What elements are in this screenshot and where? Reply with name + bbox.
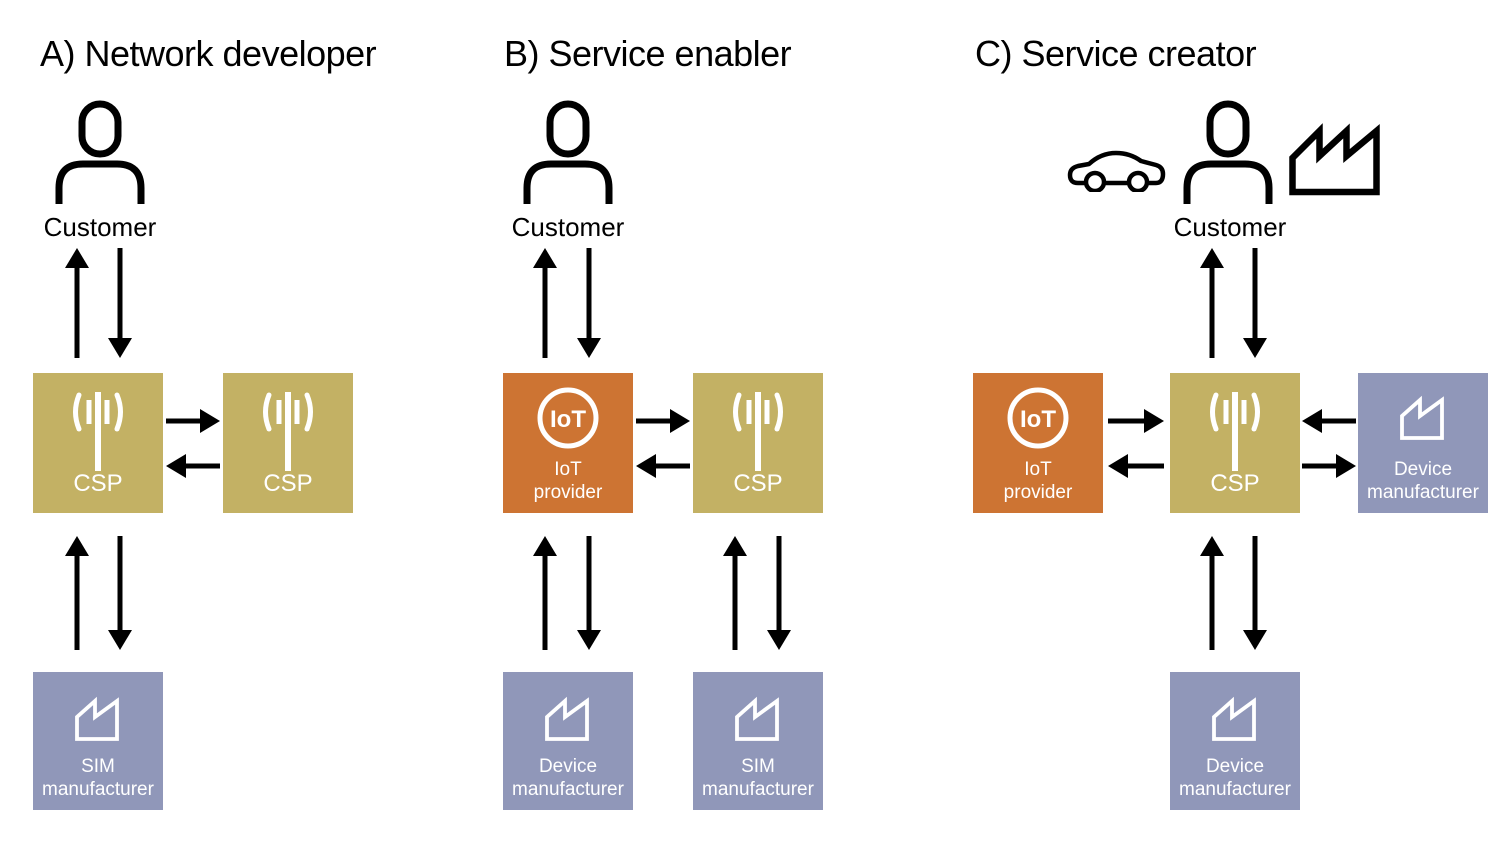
car-icon [1066, 140, 1166, 192]
customer-label: Customer [1173, 212, 1287, 242]
iot-icon: IoT [1005, 385, 1071, 451]
entity-label: Device manufacturer [1179, 756, 1291, 801]
entity-box-csp: CSP [1170, 373, 1300, 513]
arrow-csp-to-device [1302, 453, 1356, 479]
factory-icon [1398, 395, 1448, 441]
arrow-csp-to-device [1242, 536, 1268, 650]
entity-label: IoT provider [1003, 459, 1073, 504]
entity-label: CSP [733, 470, 783, 498]
arrow-csp-to-customer [64, 248, 90, 358]
customer-label: Customer [43, 212, 157, 242]
arrow-csp-to-sim [766, 536, 792, 650]
panel-c-title: C) Service creator [975, 33, 1257, 74]
person-icon [1181, 100, 1275, 206]
factory-icon [1210, 696, 1260, 742]
cell-tower-icon [1203, 385, 1267, 477]
entity-label: SIM manufacturer [702, 756, 814, 801]
entity-box-sim-manufacturer: SIM manufacturer [33, 672, 163, 810]
arrow-customer-to-csp [1242, 248, 1268, 358]
arrow-iot-to-device [576, 536, 602, 650]
entity-label: CSP [73, 470, 123, 498]
entity-box-device-manufacturer-right: Device manufacturer [1358, 373, 1488, 513]
svg-text:IoT: IoT [1020, 406, 1056, 433]
person-icon [521, 100, 615, 206]
entity-box-device-manufacturer: Device manufacturer [503, 672, 633, 810]
arrow-customer-to-iot [576, 248, 602, 358]
panel-a-title: A) Network developer [40, 33, 377, 74]
entity-box-device-manufacturer-bottom: Device manufacturer [1170, 672, 1300, 810]
arrow-iot-to-customer [532, 248, 558, 358]
cell-tower-icon [726, 385, 790, 477]
arrow-iot-to-csp [1108, 408, 1164, 434]
arrow-iot-to-csp [636, 408, 690, 434]
arrow-device-to-csp [1302, 408, 1356, 434]
entity-box-csp-left: CSP [33, 373, 163, 513]
factory-icon [73, 696, 123, 742]
entity-box-csp: CSP [693, 373, 823, 513]
entity-box-iot-provider: IoT IoT provider [503, 373, 633, 513]
entity-label: IoT provider [533, 459, 603, 504]
entity-box-iot-provider: IoT IoT provider [973, 373, 1103, 513]
arrow-csp-to-sim [107, 536, 133, 650]
panel-service-enabler: B) Service enabler Customer IoT IoT prov… [470, 0, 940, 844]
panel-service-creator: C) Service creator Customer [940, 0, 1500, 844]
factory-icon [543, 696, 593, 742]
arrow-csp-to-iot [1108, 453, 1164, 479]
factory-icon [1287, 118, 1384, 196]
arrow-csp-to-iot [636, 453, 690, 479]
arrow-customer-to-csp [107, 248, 133, 358]
entity-label: Device manufacturer [1367, 459, 1479, 504]
person-icon [53, 100, 147, 206]
arrow-device-to-iot [532, 536, 558, 650]
svg-text:IoT: IoT [550, 406, 586, 433]
arrow-sim-to-csp [722, 536, 748, 650]
entity-label: SIM manufacturer [42, 756, 154, 801]
entity-box-sim-manufacturer: SIM manufacturer [693, 672, 823, 810]
entity-label: CSP [1210, 470, 1260, 498]
arrow-sim-to-csp [64, 536, 90, 650]
entity-box-csp-right: CSP [223, 373, 353, 513]
factory-icon [733, 696, 783, 742]
entity-label: Device manufacturer [512, 756, 624, 801]
arrow-csp-to-customer [1199, 248, 1225, 358]
iot-icon: IoT [535, 385, 601, 451]
panel-b-title: B) Service enabler [504, 33, 792, 74]
entity-label: CSP [263, 470, 313, 498]
cell-tower-icon [256, 385, 320, 477]
arrow-device-to-csp [1199, 536, 1225, 650]
panel-network-developer: A) Network developer Customer CSP [0, 0, 470, 844]
cell-tower-icon [66, 385, 130, 477]
arrow-csp-to-csp [166, 408, 220, 434]
customer-label: Customer [511, 212, 625, 242]
arrow-csp-from-csp [166, 453, 220, 479]
